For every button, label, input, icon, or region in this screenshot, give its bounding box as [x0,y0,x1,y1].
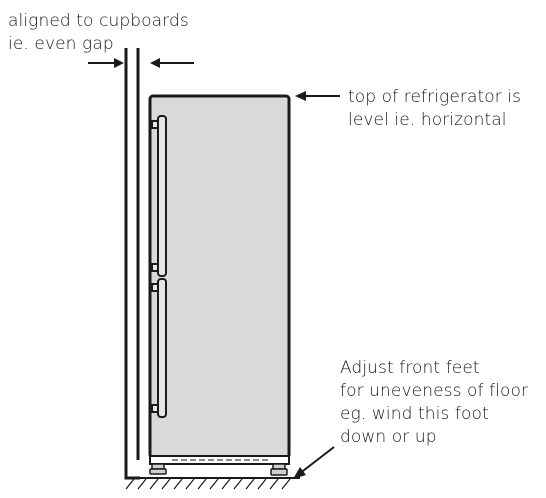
upper-door-handle [151,115,167,277]
gap-arrow-right [150,58,194,68]
front-foot [270,463,288,476]
floor [125,477,300,490]
front-foot-arrow [293,446,335,479]
rear-foot [149,463,167,475]
gap-annotation-line-1: aligned to cupboards [8,11,189,31]
lower-door-handle [151,278,167,418]
top-level-annotation: top of refrigerator is level ie. horizon… [348,86,521,132]
top-level-annotation-line-2: level ie. horizontal [348,110,507,130]
refrigerator-body [148,94,291,460]
feet-annotation-line-3: eg. wind this foot [340,404,489,424]
gap-annotation-line-2: ie. even gap [8,34,114,54]
feet-annotation: Adjust front feet for uneveness of floor… [340,357,528,449]
gap-annotation: aligned to cupboards ie. even gap [8,10,189,56]
feet-annotation-line-2: for uneveness of floor [340,381,529,401]
gap-arrow-left [88,58,124,68]
top-level-arrow [295,91,340,101]
refrigerator-base [149,455,290,465]
feet-annotation-line-1: Adjust front feet [340,358,480,378]
top-level-annotation-line-1: top of refrigerator is [348,87,522,107]
feet-annotation-line-4: down or up [340,427,437,447]
